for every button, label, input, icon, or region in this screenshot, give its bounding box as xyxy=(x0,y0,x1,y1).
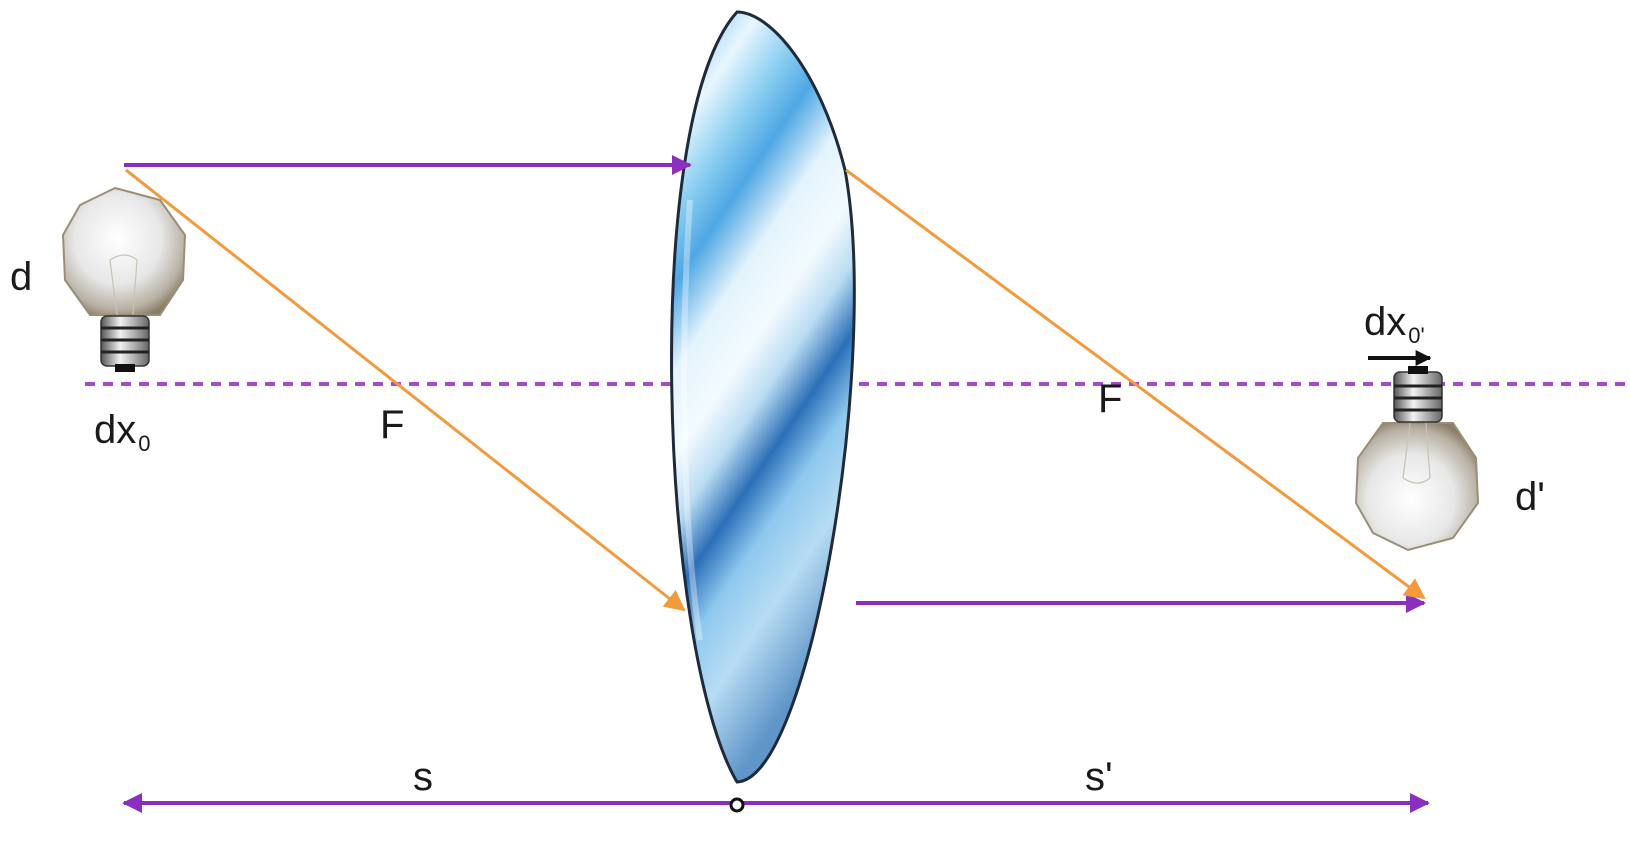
focal-point-label-left: F xyxy=(380,403,404,447)
object-distance-label: s xyxy=(413,755,433,799)
focal-ray-outgoing xyxy=(845,168,1426,600)
convex-lens xyxy=(670,10,856,784)
image-shift-label: dx0' xyxy=(1364,300,1425,348)
object-shift-label: dx0 xyxy=(94,408,151,456)
light-bulb-icon xyxy=(61,186,187,372)
inverted-light-bulb-icon xyxy=(1354,366,1480,552)
image-size-label: d' xyxy=(1515,475,1545,519)
center-point-icon xyxy=(729,797,745,813)
focal-ray-incoming xyxy=(125,168,686,612)
focal-point-label-right: F xyxy=(1098,377,1122,421)
object-size-label: d xyxy=(10,255,32,299)
image-distance-label: s' xyxy=(1085,755,1113,799)
